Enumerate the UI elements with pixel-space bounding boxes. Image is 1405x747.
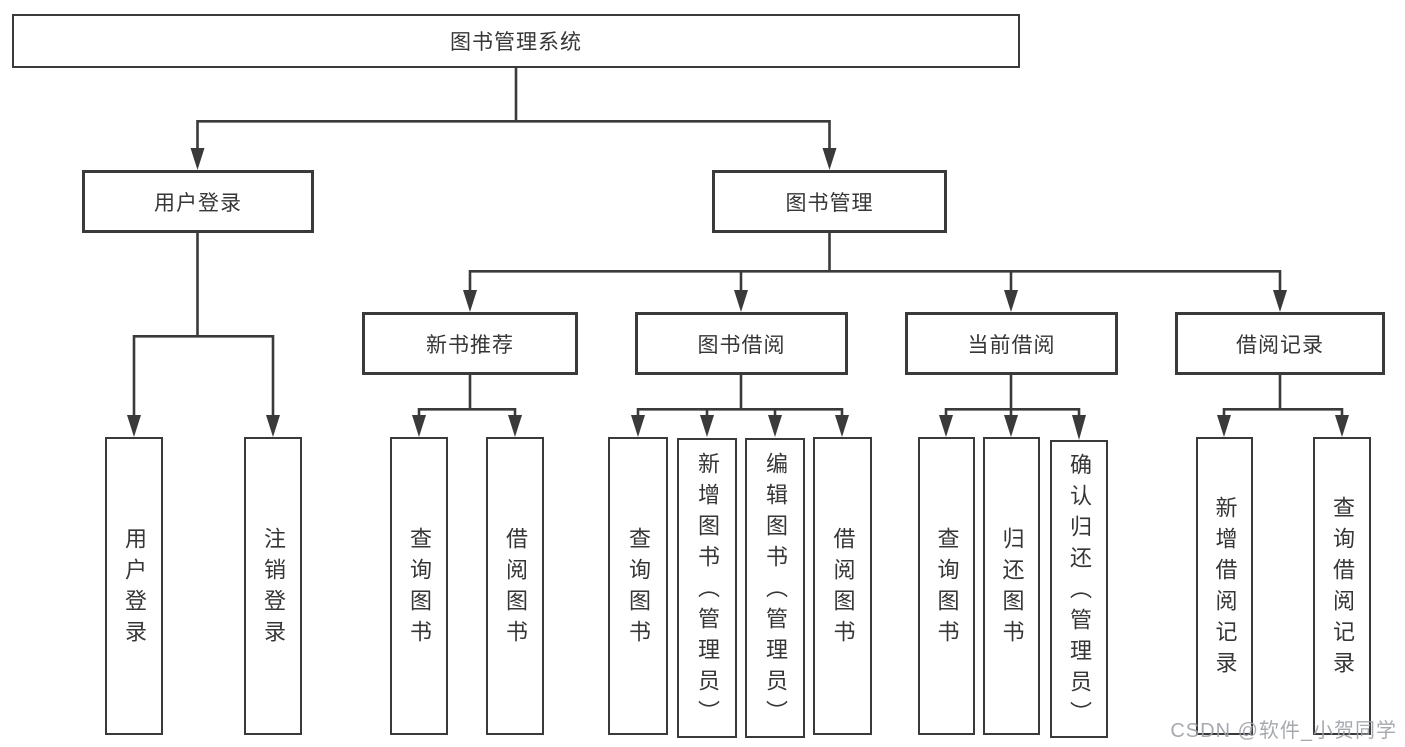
connector-new-book-children xyxy=(412,375,522,437)
csdn-watermark: CSDN @软件_小贺同学 xyxy=(1170,720,1397,742)
node-current-borrowing: 当前借阅 xyxy=(905,312,1118,375)
node-user-login: 用户登录 xyxy=(82,170,314,233)
leaf-edit-book-admin: 编辑图书（管理员） xyxy=(745,438,805,738)
connector-root-to-level2 xyxy=(190,68,837,170)
node-book-management: 图书管理 xyxy=(712,170,947,233)
leaf-borrow-books: 借阅图书 xyxy=(813,437,872,735)
connector-book-borrowing-children xyxy=(631,375,849,437)
leaf-query-books-borrowing: 查询图书 xyxy=(608,437,668,735)
leaf-user-login: 用户登录 xyxy=(105,437,163,735)
leaf-query-books-recommend: 查询图书 xyxy=(390,437,448,735)
node-new-book-recommend: 新书推荐 xyxy=(362,312,578,375)
connector-user-login-children xyxy=(127,233,280,437)
leaf-add-book-admin: 新增图书（管理员） xyxy=(677,438,737,738)
node-borrowing-records: 借阅记录 xyxy=(1175,312,1385,375)
leaf-query-borrow-record: 查询借阅记录 xyxy=(1313,437,1371,735)
leaf-confirm-return-admin: 确认归还（管理员） xyxy=(1050,440,1108,738)
leaf-return-books: 归还图书 xyxy=(983,437,1040,735)
leaf-logout: 注销登录 xyxy=(244,437,302,735)
node-book-management-system: 图书管理系统 xyxy=(12,14,1020,68)
leaf-query-books-current: 查询图书 xyxy=(918,437,975,735)
leaf-add-borrow-record: 新增借阅记录 xyxy=(1196,437,1253,735)
leaf-borrow-books-recommend: 借阅图书 xyxy=(486,437,544,735)
connector-borrowing-records-children xyxy=(1217,375,1349,437)
connector-book-management-children xyxy=(463,233,1287,312)
connector-current-borrowing-children xyxy=(939,375,1086,440)
node-book-borrowing: 图书借阅 xyxy=(635,312,848,375)
